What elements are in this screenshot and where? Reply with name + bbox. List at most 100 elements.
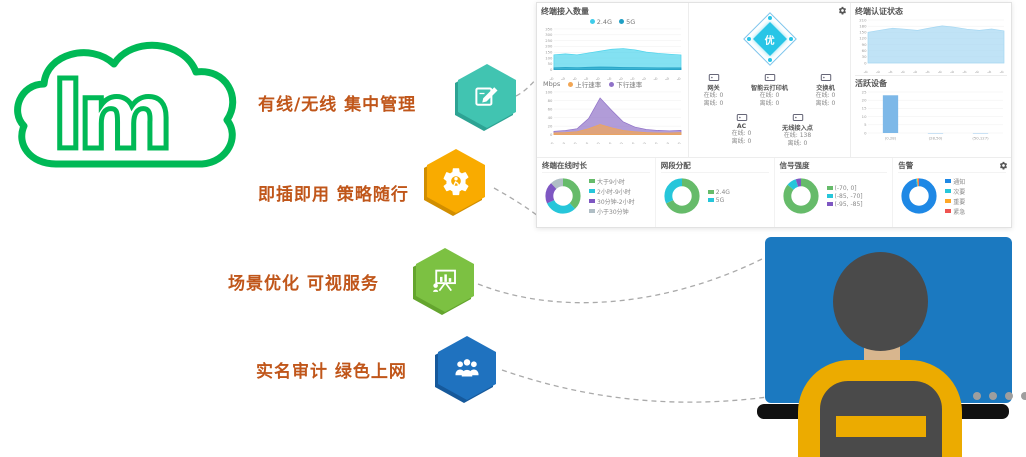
terminal-access-area-chart: 05010015020025030035014:0015:0016:0017:0… [545, 27, 682, 80]
legend-label: (-85, -70] [834, 192, 863, 200]
svg-text:120: 120 [859, 36, 867, 41]
svg-text:16:00: 16:00 [884, 70, 894, 73]
legend-swatch [609, 81, 615, 87]
svg-text:30: 30 [862, 54, 867, 59]
subnet-donut-chart [664, 178, 700, 214]
legend-label: (-70, 0] [834, 184, 857, 192]
svg-text:20: 20 [862, 98, 867, 103]
svg-text:180: 180 [859, 23, 867, 28]
settings-gear-icon[interactable] [838, 6, 847, 15]
legend-label: 上行速率 [575, 81, 602, 90]
svg-text:18:00: 18:00 [909, 70, 919, 73]
legend-swatch [826, 202, 833, 206]
panel-network-health: 优 网关 在线: 0 离线: 0 智能云打印机 在线: 0 离线: 0 [689, 3, 851, 157]
divider [855, 75, 1007, 76]
legend-label: 重要 [953, 198, 966, 206]
settings-gear-icon[interactable] [999, 161, 1008, 170]
device-online: 在线: 0 [815, 92, 836, 99]
legend-swatch [945, 189, 952, 193]
feature-hexagon-policy [424, 149, 485, 216]
legend-swatch [589, 189, 595, 193]
speed-area-chart: 02040608010014:0015:0016:0017:0018:0019:… [545, 90, 682, 144]
legend-item: (-85, -70] [826, 192, 863, 200]
decorative-dot [989, 392, 997, 400]
legend-label: 下行速率 [616, 81, 643, 90]
donut-legend: 通知 次要 重要 紧急 [945, 177, 965, 216]
gear-person-icon [443, 168, 469, 196]
svg-text:60: 60 [548, 107, 553, 111]
legend-item: 5G [619, 18, 635, 26]
legend-swatch [707, 198, 714, 202]
svg-text:15:00: 15:00 [557, 141, 566, 144]
cloud-dashboard-window: 终端接入数量 2.4G 5G 05010015020025030035014:0… [536, 2, 1012, 228]
diamond-dot [789, 37, 793, 41]
panel-title-terminal-access: 终端接入数量 [541, 7, 589, 16]
device-name: 网关 [707, 85, 720, 92]
decorative-dot [1021, 392, 1026, 400]
device-name: 无线接入点 [782, 125, 813, 132]
legend-swatch [568, 81, 574, 87]
diamond-dot [768, 16, 772, 20]
svg-text:16:00: 16:00 [568, 77, 577, 80]
svg-text:0: 0 [864, 60, 867, 65]
device-offline: 离线: 0 [759, 100, 780, 107]
svg-text:0: 0 [550, 133, 553, 137]
legend-item: (-70, 0] [826, 184, 863, 192]
feature-hexagon-audit [435, 336, 496, 403]
svg-text:(28,50): (28,50) [929, 136, 943, 141]
device-online: 在线: 0 [703, 92, 724, 99]
logo-text: lm [52, 63, 167, 170]
legend-item: 2.4G [589, 18, 612, 26]
svg-text:17:00: 17:00 [580, 77, 589, 80]
feature-label-wired-wireless: 有线/无线 集中管理 [258, 95, 417, 115]
device-offline: 离线: 0 [731, 138, 752, 145]
device-stat-wireless-ap: 无线接入点 在线: 138 离线: 0 [775, 113, 821, 148]
device-stat-printer: 智能云打印机 在线: 0 离线: 0 [747, 73, 793, 108]
legend-label: 30分钟-2小时 [597, 198, 635, 206]
diamond-dot [747, 37, 751, 41]
panel-alerts: 告警 通知 次要 重要 紧急 [893, 158, 1011, 227]
device-stat-gateway: 网关 在线: 0 离线: 0 [691, 73, 737, 108]
panel-title-auth: 终端认证状态 [855, 7, 903, 16]
feature-hexagon-visual-service [413, 248, 474, 315]
diamond-dot [768, 58, 772, 62]
panel-auth-and-active: 终端认证状态 030609012015018021014:0015:0016:0… [851, 3, 1011, 157]
connector-3 [477, 257, 765, 304]
svg-text:23:00: 23:00 [649, 77, 658, 80]
panel-title-signal: 信号强度 [779, 160, 888, 173]
legend-swatch [945, 199, 952, 203]
svg-text:15:00: 15:00 [557, 77, 566, 80]
auth-status-area-chart: 030609012015018021014:0015:0016:0017:001… [859, 17, 1005, 73]
svg-text:20:00: 20:00 [614, 77, 623, 80]
device-name: AC [736, 123, 747, 130]
svg-text:01:00: 01:00 [672, 141, 681, 144]
svg-text:14:00: 14:00 [545, 141, 554, 144]
svg-text:17:00: 17:00 [896, 70, 906, 73]
connector-1 [515, 77, 538, 97]
svg-text:23:00: 23:00 [649, 141, 658, 144]
svg-text:16:00: 16:00 [568, 141, 577, 144]
donut-legend: 大于9小时 2小时-9小时 30分钟-2小时 小于30分钟 [589, 177, 635, 216]
svg-text:(50,127): (50,127) [972, 136, 989, 141]
access-chart-legend: 2.4G 5G [541, 17, 684, 26]
panel-subnet-allocation: 网段分配 2.4G 5G [656, 158, 775, 227]
device-stat-switch: 交换机 在线: 0 离线: 0 [803, 73, 849, 108]
legend-swatch [826, 186, 833, 190]
legend-item: 紧急 [945, 207, 965, 216]
svg-text:300: 300 [545, 33, 553, 37]
svg-text:250: 250 [545, 39, 553, 43]
gateway-icon [708, 73, 719, 82]
legend-label: 通知 [953, 178, 966, 186]
svg-text:19:00: 19:00 [921, 70, 931, 73]
svg-text:5: 5 [864, 122, 867, 127]
dashboard-top-row: 终端接入数量 2.4G 5G 05010015020025030035014:0… [537, 3, 1011, 157]
pen-icon [475, 87, 498, 106]
device-name: 智能云打印机 [750, 85, 789, 92]
feature-label-real-name-audit: 实名审计 绿色上网 [256, 362, 407, 382]
online-duration-donut-chart [545, 178, 581, 214]
panel-title-alerts: 告警 [898, 160, 1006, 173]
svg-text:20:00: 20:00 [614, 141, 623, 144]
legend-item: 30分钟-2小时 [589, 197, 635, 206]
legend-label: 次要 [953, 188, 966, 196]
